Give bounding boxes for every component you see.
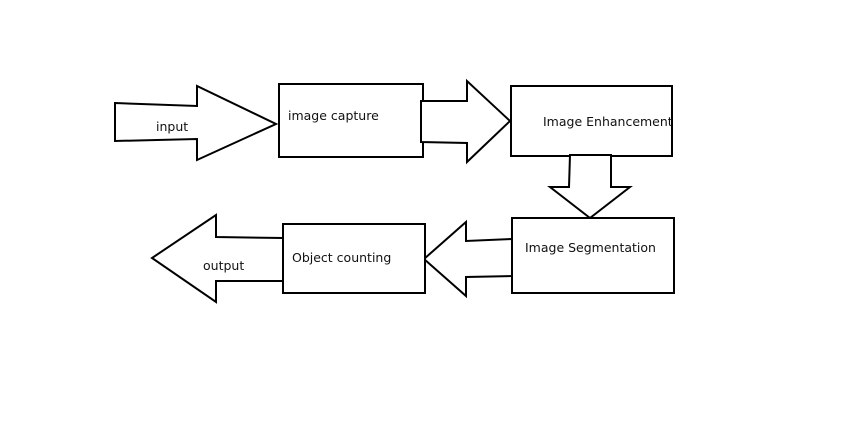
input-label: input: [156, 119, 188, 134]
image-capture-label: image capture: [288, 108, 379, 123]
enhancement-to-segmentation-arrow: [547, 154, 633, 220]
image-segmentation-label: Image Segmentation: [525, 240, 656, 255]
object-counting-box: [282, 223, 426, 294]
object-counting-label: Object counting: [292, 250, 391, 265]
segmentation-to-counting-arrow: [422, 219, 513, 299]
input-arrow: [114, 84, 279, 162]
capture-to-enhancement-arrow: [420, 78, 512, 165]
image-segmentation-box: [511, 217, 675, 294]
output-arrow: [150, 213, 284, 304]
image-enhancement-label: Image Enhancement: [543, 114, 673, 129]
output-label: output: [203, 258, 244, 273]
image-enhancement-box: [510, 85, 673, 157]
image-capture-box: [278, 83, 424, 158]
